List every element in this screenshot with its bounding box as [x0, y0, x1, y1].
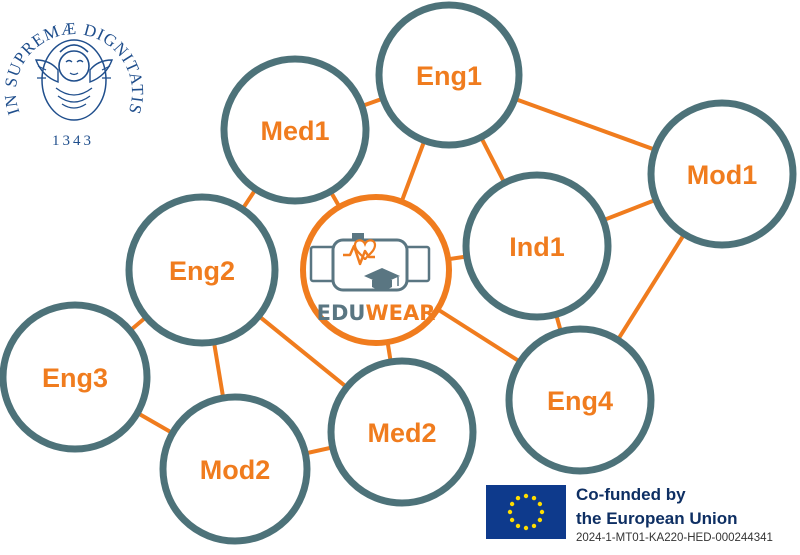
eu-stars — [507, 493, 545, 531]
node-ring — [462, 171, 612, 321]
node-label: Eng2 — [169, 256, 235, 286]
node-ring — [505, 325, 655, 475]
university-seal: IN SUPREMÆ DIGNITATIS 1343 — [1, 19, 146, 149]
eduwear-logo-text: EDUWEAR — [317, 301, 436, 325]
hub-node-eduwear[interactable]: EDUWEAR — [300, 194, 452, 346]
node-mod1[interactable]: Mod1 — [647, 99, 797, 249]
seal-year: 1343 — [52, 133, 94, 149]
node-eng3[interactable]: Eng3 — [0, 301, 151, 453]
eu-star — [515, 523, 521, 529]
node-ring — [125, 193, 279, 347]
node-label: Med1 — [260, 116, 329, 146]
eu-star — [507, 509, 513, 515]
eu-star — [509, 517, 515, 523]
eu-star — [523, 493, 529, 499]
eu-star — [509, 501, 515, 507]
node-eng1[interactable]: Eng1 — [375, 1, 523, 149]
eu-star — [537, 517, 543, 523]
node-label: Ind1 — [509, 232, 565, 262]
node-ring — [159, 393, 311, 545]
eu-star — [539, 509, 545, 515]
node-label: Eng1 — [416, 61, 482, 91]
node-label: Med2 — [367, 418, 436, 448]
node-ring — [375, 1, 523, 149]
node-label: Mod1 — [687, 160, 758, 190]
node-ind1[interactable]: Ind1 — [462, 171, 612, 321]
eu-star — [515, 495, 521, 501]
eu-star — [531, 523, 537, 529]
node-label: Eng3 — [42, 363, 108, 393]
node-mod2[interactable]: Mod2 — [159, 393, 311, 545]
eu-star — [523, 525, 529, 531]
node-label: Mod2 — [200, 455, 271, 485]
node-ring — [327, 357, 477, 507]
eu-star — [531, 495, 537, 501]
project-code: 2024-1-MT01-KA220-HED-000244341 — [576, 532, 773, 544]
node-ring — [220, 55, 370, 205]
eu-line2: the European Union — [576, 509, 738, 528]
node-ring — [647, 99, 797, 249]
seal-emblem-icon — [34, 39, 114, 121]
node-eng2[interactable]: Eng2 — [125, 193, 279, 347]
eu-line1: Co-funded by — [576, 485, 686, 504]
node-label: Eng4 — [547, 386, 613, 416]
node-med2[interactable]: Med2 — [327, 357, 477, 507]
brand-part1: EDU — [317, 301, 366, 325]
eu-flag-icon — [486, 485, 566, 539]
eu-star — [537, 501, 543, 507]
graduation-cap-icon — [364, 268, 400, 290]
brand-part2: WEAR — [365, 301, 435, 325]
node-eng4[interactable]: Eng4 — [505, 325, 655, 475]
node-med1[interactable]: Med1 — [220, 55, 370, 205]
node-ring — [0, 301, 151, 453]
eu-cofunded-badge: Co-funded by the European Union 2024-1-M… — [486, 483, 796, 547]
